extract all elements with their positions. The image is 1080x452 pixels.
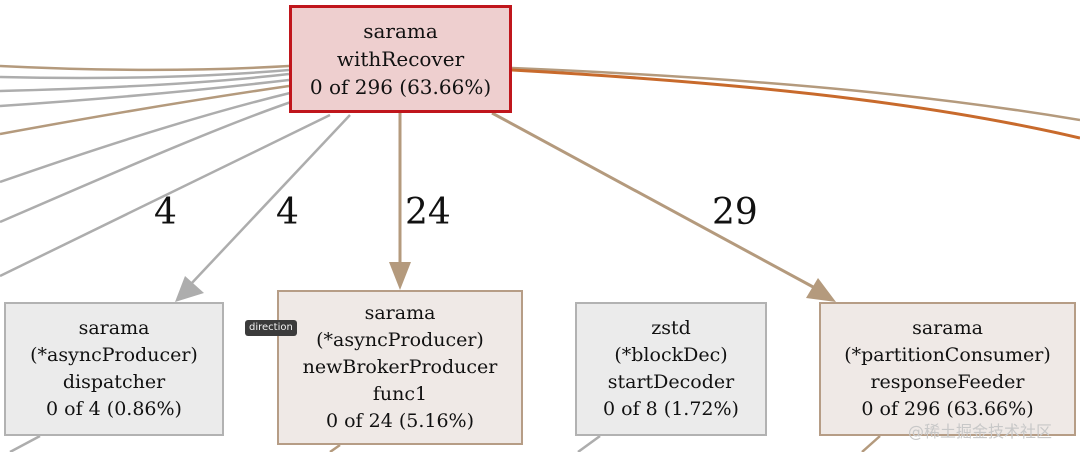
lower-edge [577,434,601,452]
node-partitionconsumer-responsefeeder[interactable]: sarama (*partitionConsumer) responseFeed… [819,302,1076,436]
outgoing-edge [511,66,1080,122]
lower-edge [9,434,41,452]
outgoing-edge [511,68,1080,140]
node-line: 0 of 296 (63.66%) [309,75,492,99]
edge-label-dispatcher: 4 [154,192,177,233]
incoming-edge [0,64,290,72]
incoming-edge [0,68,290,80]
edge-arrowhead [175,276,204,302]
edge-to-feeder [491,111,816,290]
edge-arrowhead [806,278,836,302]
node-asyncproducer-dispatcher[interactable]: sarama (*asyncProducer) dispatcher 0 of … [4,302,224,436]
incoming-edge [0,84,290,136]
edge-to-dispatcher-2 [189,114,351,286]
node-line: startDecoder [607,371,735,393]
node-asyncproducer-newbrokerproducer[interactable]: sarama (*asyncProducer) newBrokerProduce… [277,290,523,445]
edge-label-newbroker: 24 [405,192,451,233]
node-line: 0 of 4 (0.86%) [46,398,182,420]
incoming-edge [0,91,291,184]
node-line: sarama [364,302,436,324]
node-line: dispatcher [62,371,166,393]
lower-edge [329,443,341,452]
node-line: (*asyncProducer) [30,344,198,366]
node-line: withRecover [336,47,465,71]
edge-label-feeder: 29 [712,192,758,233]
node-line: (*partitionConsumer) [844,344,1051,366]
node-line: sarama [912,317,983,339]
edge-to-dispatcher [0,113,331,278]
direction-tooltip: direction [245,320,297,336]
node-sarama-withrecover[interactable]: sarama withRecover 0 of 296 (63.66%) [289,5,512,113]
node-line: newBrokerProducer [302,356,498,378]
node-line: sarama [78,317,150,339]
incoming-edge [0,72,290,93]
edge-label-secondary: 4 [276,192,299,233]
node-line: sarama [363,19,438,43]
lower-edge [861,435,881,452]
node-line: responseFeeder [870,371,1025,393]
node-line: 0 of 8 (1.72%) [603,398,739,420]
node-zstd-startdecoder[interactable]: zstd (*blockDec) startDecoder 0 of 8 (1.… [575,302,767,436]
node-line: 0 of 24 (5.16%) [325,410,475,432]
incoming-edge [0,97,301,224]
node-line: func1 [372,383,428,405]
node-line: zstd [651,317,691,339]
node-line: (*asyncProducer) [316,329,484,351]
incoming-edge [0,78,290,108]
node-line: 0 of 296 (63.66%) [861,398,1034,420]
edge-arrowhead [389,262,411,290]
watermark-text: @稀土掘金技术社区 [908,422,1053,441]
node-line: (*blockDec) [614,344,728,366]
